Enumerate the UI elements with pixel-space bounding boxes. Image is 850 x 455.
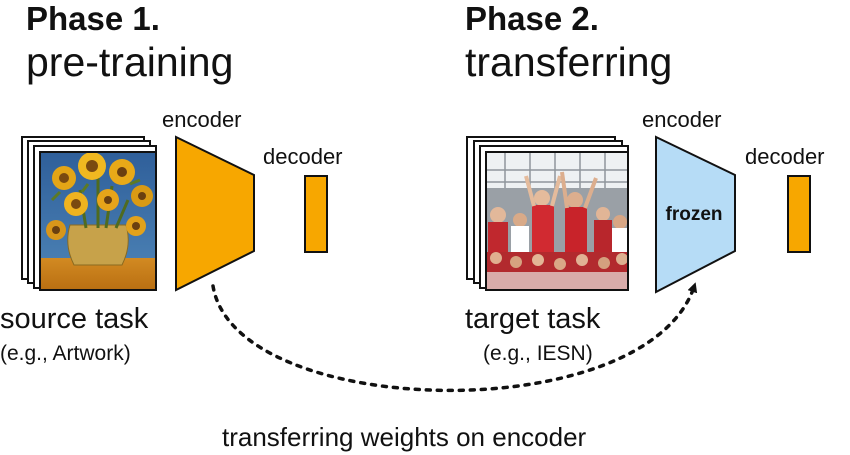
phase1-encoder-block: [175, 135, 255, 292]
phase2-decoder-label: decoder: [745, 144, 825, 169]
source-task-label: source task: [0, 303, 149, 335]
transfer-caption: transferring weights on encoder: [222, 422, 587, 452]
phase1-encoder-label: encoder: [162, 107, 242, 132]
target-task-example: (e.g., IESN): [483, 342, 593, 365]
target-task-image-stack: [466, 136, 629, 291]
source-task-example: (e.g., Artwork): [0, 342, 131, 365]
phase1-title: pre-training: [26, 39, 234, 85]
transfer-arrow: [211, 282, 698, 393]
stadium-crowd-photo: [486, 152, 628, 290]
phase1-decoder-label: decoder: [263, 144, 343, 169]
phase1-label: Phase 1.: [26, 0, 160, 37]
phase2-encoder-frozen-block: [655, 135, 736, 294]
phase2-encoder-state-label: frozen: [666, 204, 723, 225]
target-task-label: target task: [465, 303, 601, 335]
phase2-label: Phase 2.: [465, 0, 599, 37]
sunflowers-painting: [40, 152, 156, 290]
phase2-decoder-block: [787, 175, 811, 253]
phase2-encoder-label: encoder: [642, 107, 722, 132]
phase2-title: transferring: [465, 39, 673, 85]
source-task-image-stack: [21, 136, 157, 291]
phase1-decoder-block: [304, 175, 328, 253]
